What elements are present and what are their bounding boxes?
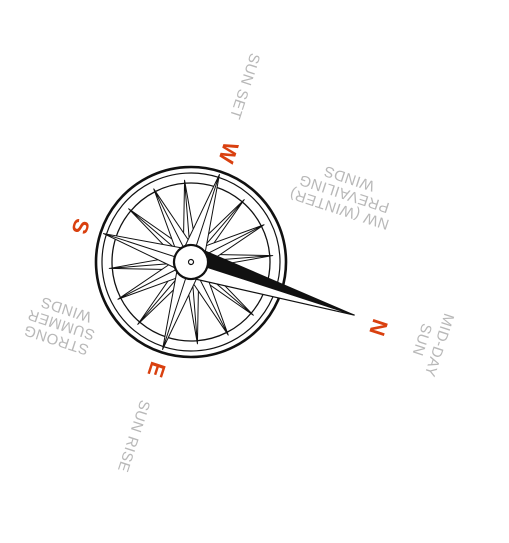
east-label: E bbox=[142, 359, 170, 381]
mid-day-sun-note: MID-DAY SUN bbox=[403, 306, 457, 379]
west-label: W bbox=[213, 139, 243, 167]
strong-summer-winds-note: STRONG SUMMER WINDS bbox=[21, 290, 102, 358]
sun-set-note: SUN SET bbox=[226, 51, 263, 121]
sun-rise-note: SUN RISE bbox=[114, 398, 153, 474]
south-label: S bbox=[66, 216, 94, 238]
prevailing-winds-note: NW (WINTER) PREVAILING WINDS bbox=[287, 154, 401, 233]
north-label: N bbox=[364, 316, 393, 339]
